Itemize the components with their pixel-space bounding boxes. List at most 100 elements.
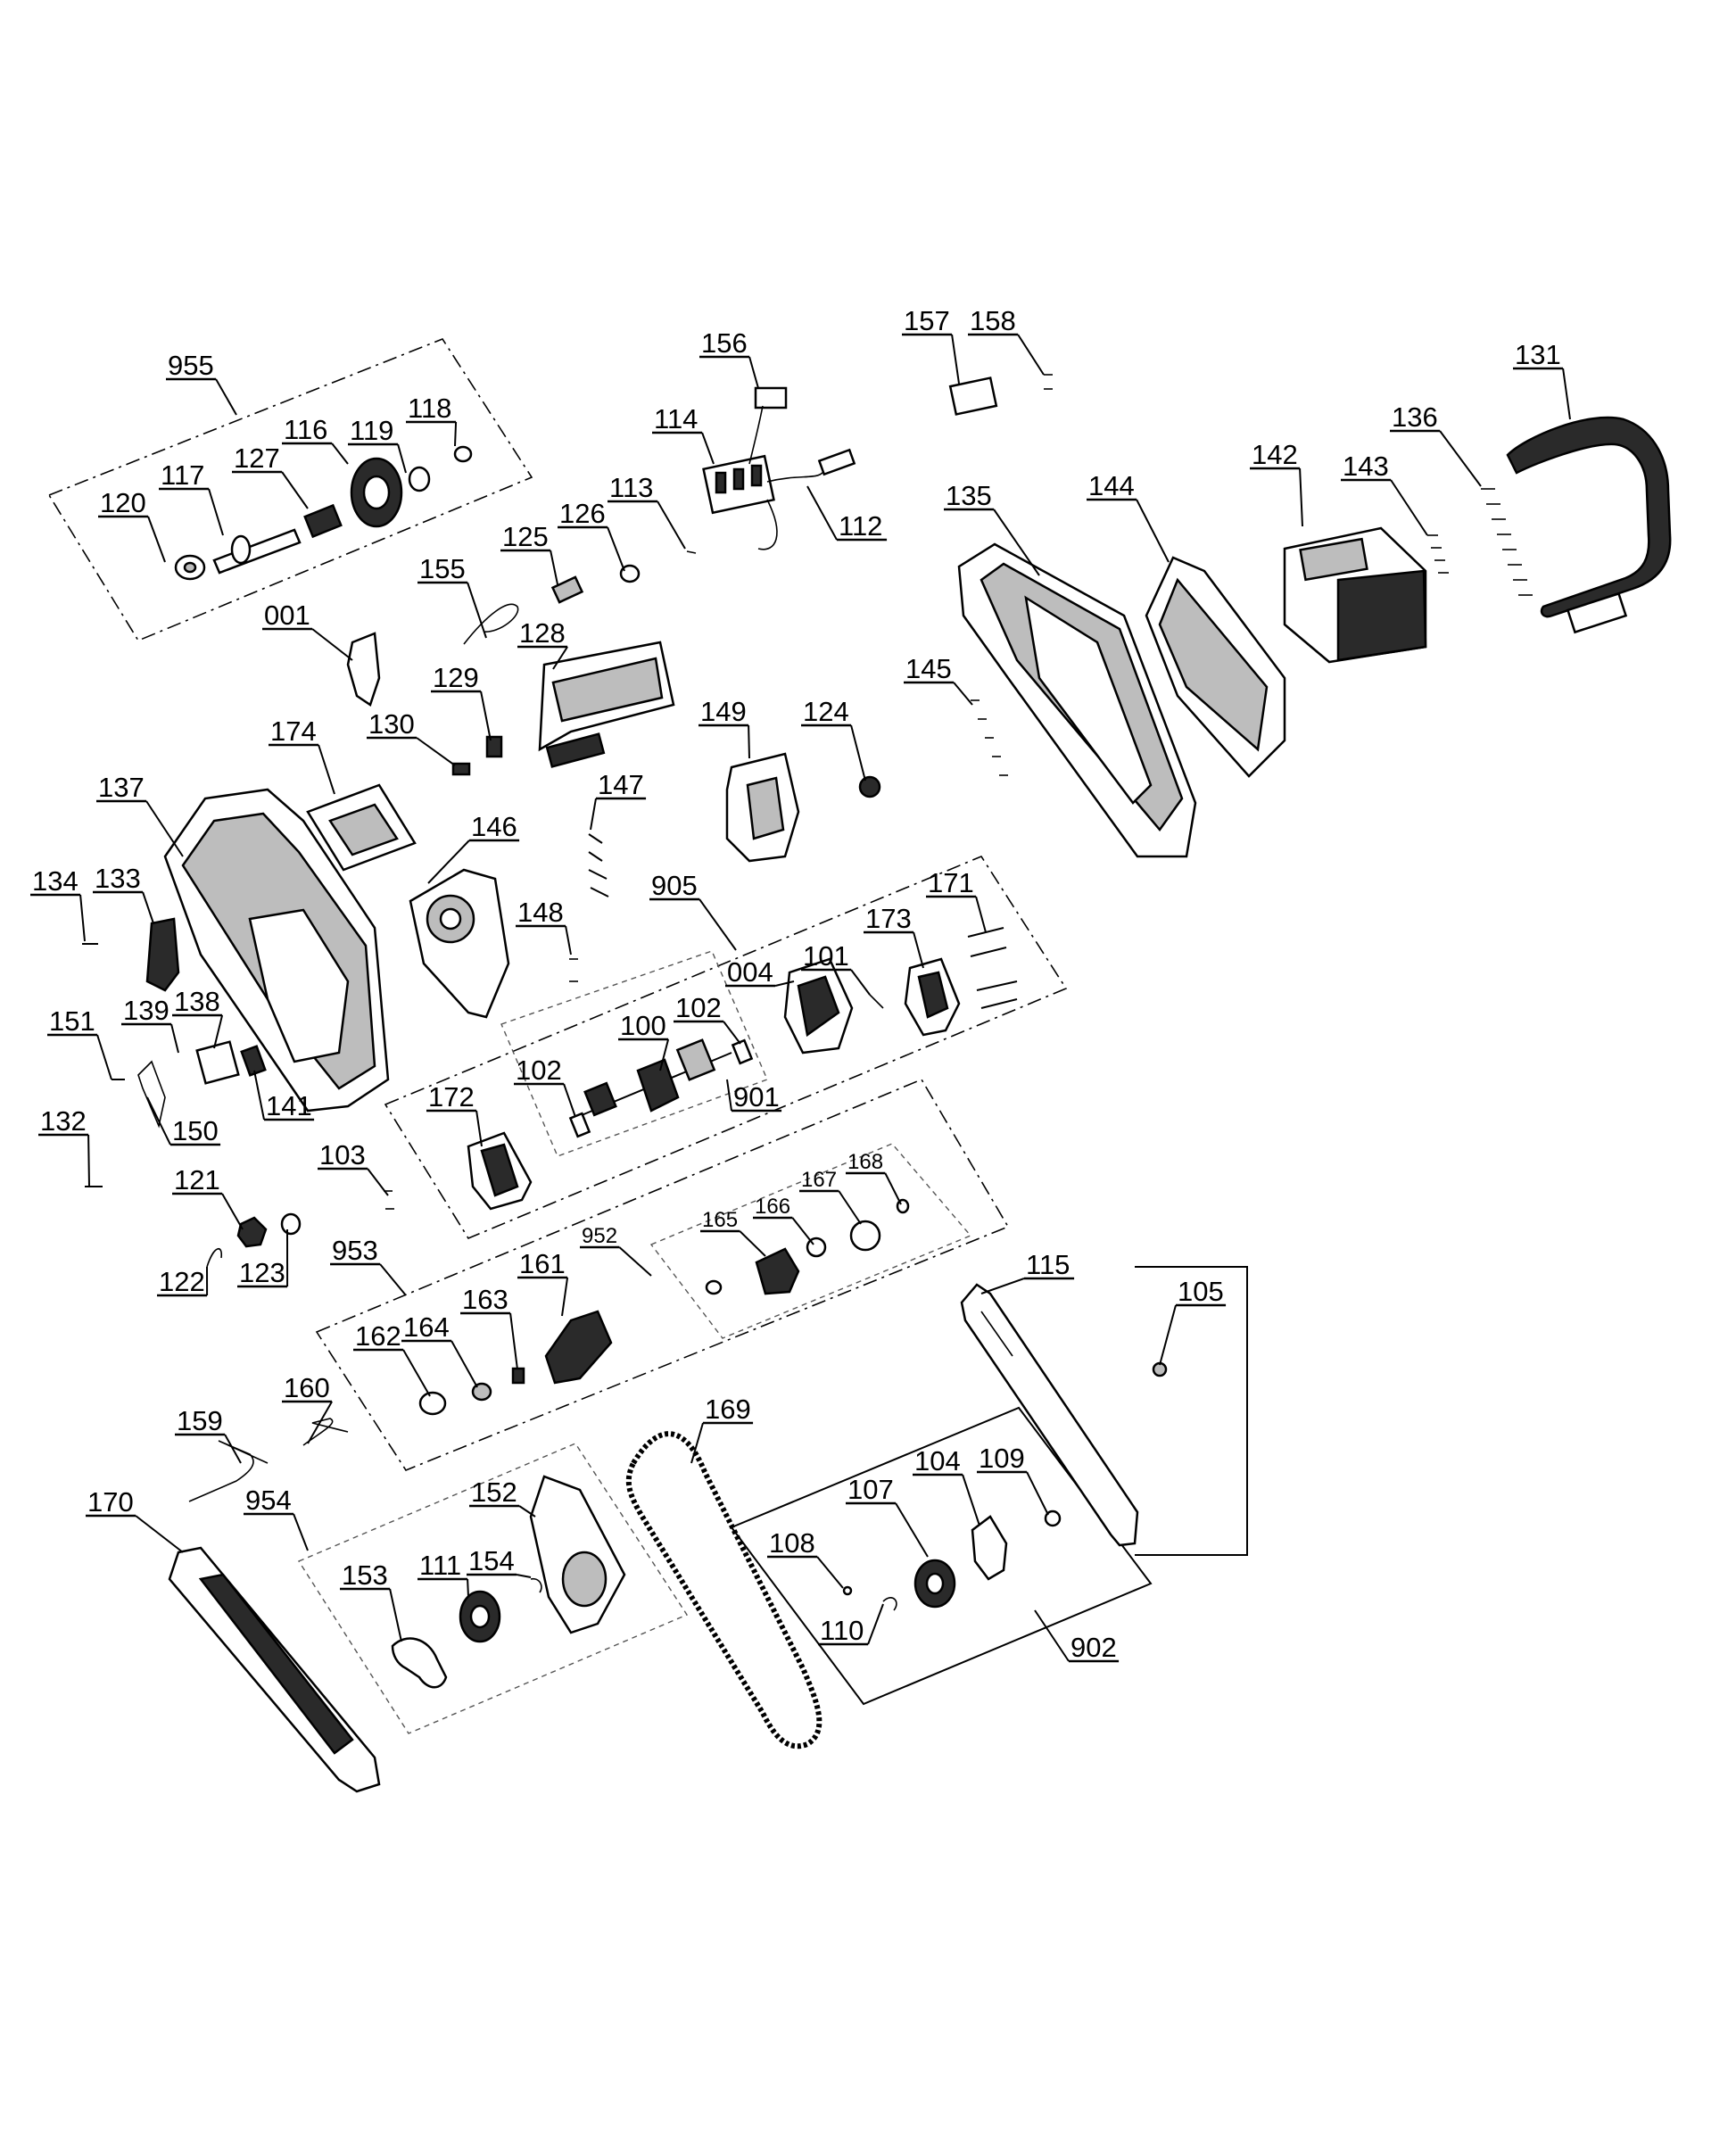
- callout-label: 129: [433, 662, 479, 693]
- callout-label: 146: [471, 811, 517, 842]
- callout-label: 111: [419, 1550, 461, 1581]
- callout-label: 143: [1343, 451, 1389, 482]
- callout-leader-line: [145, 800, 184, 857]
- callout-label: 125: [502, 521, 549, 552]
- callout-144: 144: [1087, 470, 1170, 563]
- callout-leader-line: [618, 1246, 652, 1277]
- pin-108-drawing: [842, 1585, 853, 1596]
- callout-leader-line: [657, 500, 686, 550]
- group-frame-954: [297, 1443, 689, 1734]
- callout-leader-line: [701, 432, 715, 465]
- callout-label: 156: [701, 327, 748, 359]
- callout-leader-line: [293, 1513, 309, 1551]
- screws-145-drawing: [971, 699, 1008, 776]
- callout-115: 115: [980, 1249, 1075, 1294]
- callout-148: 148: [516, 897, 572, 955]
- screws-147-drawing: [588, 833, 609, 897]
- part-124-drawing: [858, 775, 881, 798]
- callout-leader-line: [951, 334, 960, 385]
- callout-127: 127: [232, 443, 309, 509]
- callout-145: 145: [904, 653, 973, 706]
- callout-leader-line: [1136, 499, 1170, 563]
- screws-103-drawing: [384, 1190, 394, 1210]
- group-frame-955: [47, 338, 533, 642]
- callout-138: 138: [172, 986, 224, 1049]
- callout-leader-line: [607, 526, 625, 572]
- callout-112: 112: [806, 485, 888, 542]
- callout-label: 157: [904, 305, 950, 336]
- callout-166: 166: [753, 1195, 814, 1245]
- callout-label: 104: [914, 1445, 961, 1476]
- clip-110-drawing: [882, 1597, 897, 1611]
- callout-152: 152: [469, 1476, 536, 1518]
- board-128-drawing: [538, 641, 675, 768]
- callout-label: 109: [979, 1443, 1025, 1474]
- callout-leader-line: [311, 628, 353, 661]
- callout-leader-line: [659, 1038, 670, 1071]
- callout-label: 150: [172, 1115, 219, 1146]
- callout-leader-line: [806, 485, 838, 541]
- callout-label: 955: [168, 350, 214, 381]
- callout-leader-line: [561, 1277, 569, 1317]
- callout-136: 136: [1390, 401, 1482, 487]
- callout-leader-line: [867, 1603, 884, 1645]
- callout-leader-line: [838, 1190, 862, 1225]
- callout-leader-line: [397, 443, 407, 474]
- callout-label: 102: [675, 992, 722, 1023]
- callout-114: 114: [652, 403, 715, 465]
- callout-leader-line: [451, 1340, 478, 1388]
- screws-136-drawing: [1481, 488, 1533, 596]
- callout-label: 152: [471, 1476, 517, 1508]
- callout-102a: 102: [674, 992, 741, 1045]
- chain-169-drawing: [625, 1431, 823, 1749]
- handle-131-drawing: [1506, 416, 1672, 618]
- plate-174-inner-drawing: [328, 803, 399, 856]
- tank-161-drawing: [544, 1310, 613, 1385]
- group-frame-901: [500, 950, 768, 1157]
- sprocket-111-inner-drawing: [469, 1604, 491, 1629]
- handle-grip-131-drawing: [1566, 591, 1628, 634]
- callout-leader-line: [142, 891, 154, 924]
- callout-953: 953: [330, 1235, 407, 1296]
- field-coil-004-drawing: [783, 957, 854, 1055]
- callout-leader-line: [1034, 1609, 1070, 1662]
- callout-107: 107: [846, 1474, 929, 1558]
- callout-954: 954: [244, 1485, 309, 1551]
- callout-leader-line: [480, 691, 492, 741]
- callout-leader-line: [367, 1168, 389, 1196]
- washer-126-drawing: [619, 564, 641, 583]
- knob-125-drawing: [550, 575, 584, 604]
- callout-label: 144: [1088, 470, 1135, 501]
- callout-label: 169: [705, 1394, 751, 1425]
- washer-952-drawing: [705, 1279, 723, 1295]
- callout-label: 147: [598, 769, 644, 800]
- callout-158: 158: [968, 305, 1045, 376]
- callout-126: 126: [558, 498, 625, 572]
- callout-160: 160: [282, 1372, 333, 1444]
- callout-161: 161: [517, 1248, 569, 1317]
- callout-label: 117: [161, 459, 204, 491]
- callout-leader-line: [518, 1505, 536, 1518]
- callout-905: 905: [649, 870, 737, 951]
- callout-leader-line: [590, 798, 597, 831]
- callout-label: 127: [234, 443, 280, 474]
- callout-162: 162: [353, 1320, 431, 1397]
- callout-105: 105: [1159, 1276, 1227, 1366]
- callout-leader-line: [565, 925, 572, 955]
- guide-bar-slot-drawing: [980, 1311, 1013, 1357]
- rotor-100-drawing: [568, 1038, 754, 1138]
- clip-122-drawing: [206, 1248, 223, 1268]
- callout-168: 168: [846, 1150, 902, 1205]
- callout-leader-line: [884, 1172, 902, 1205]
- knob-153-drawing: [391, 1637, 448, 1689]
- callout-leader-line: [1390, 479, 1428, 536]
- callout-label: 137: [98, 772, 145, 803]
- callout-leader-line: [147, 516, 166, 563]
- callout-label: 132: [40, 1105, 87, 1137]
- callout-147: 147: [590, 769, 647, 831]
- fan-cover-172-drawing: [467, 1131, 533, 1211]
- callout-135: 135: [944, 480, 1040, 576]
- callout-leader-line: [726, 1079, 732, 1112]
- callout-label: 122: [159, 1266, 205, 1297]
- callout-label: 155: [419, 553, 466, 584]
